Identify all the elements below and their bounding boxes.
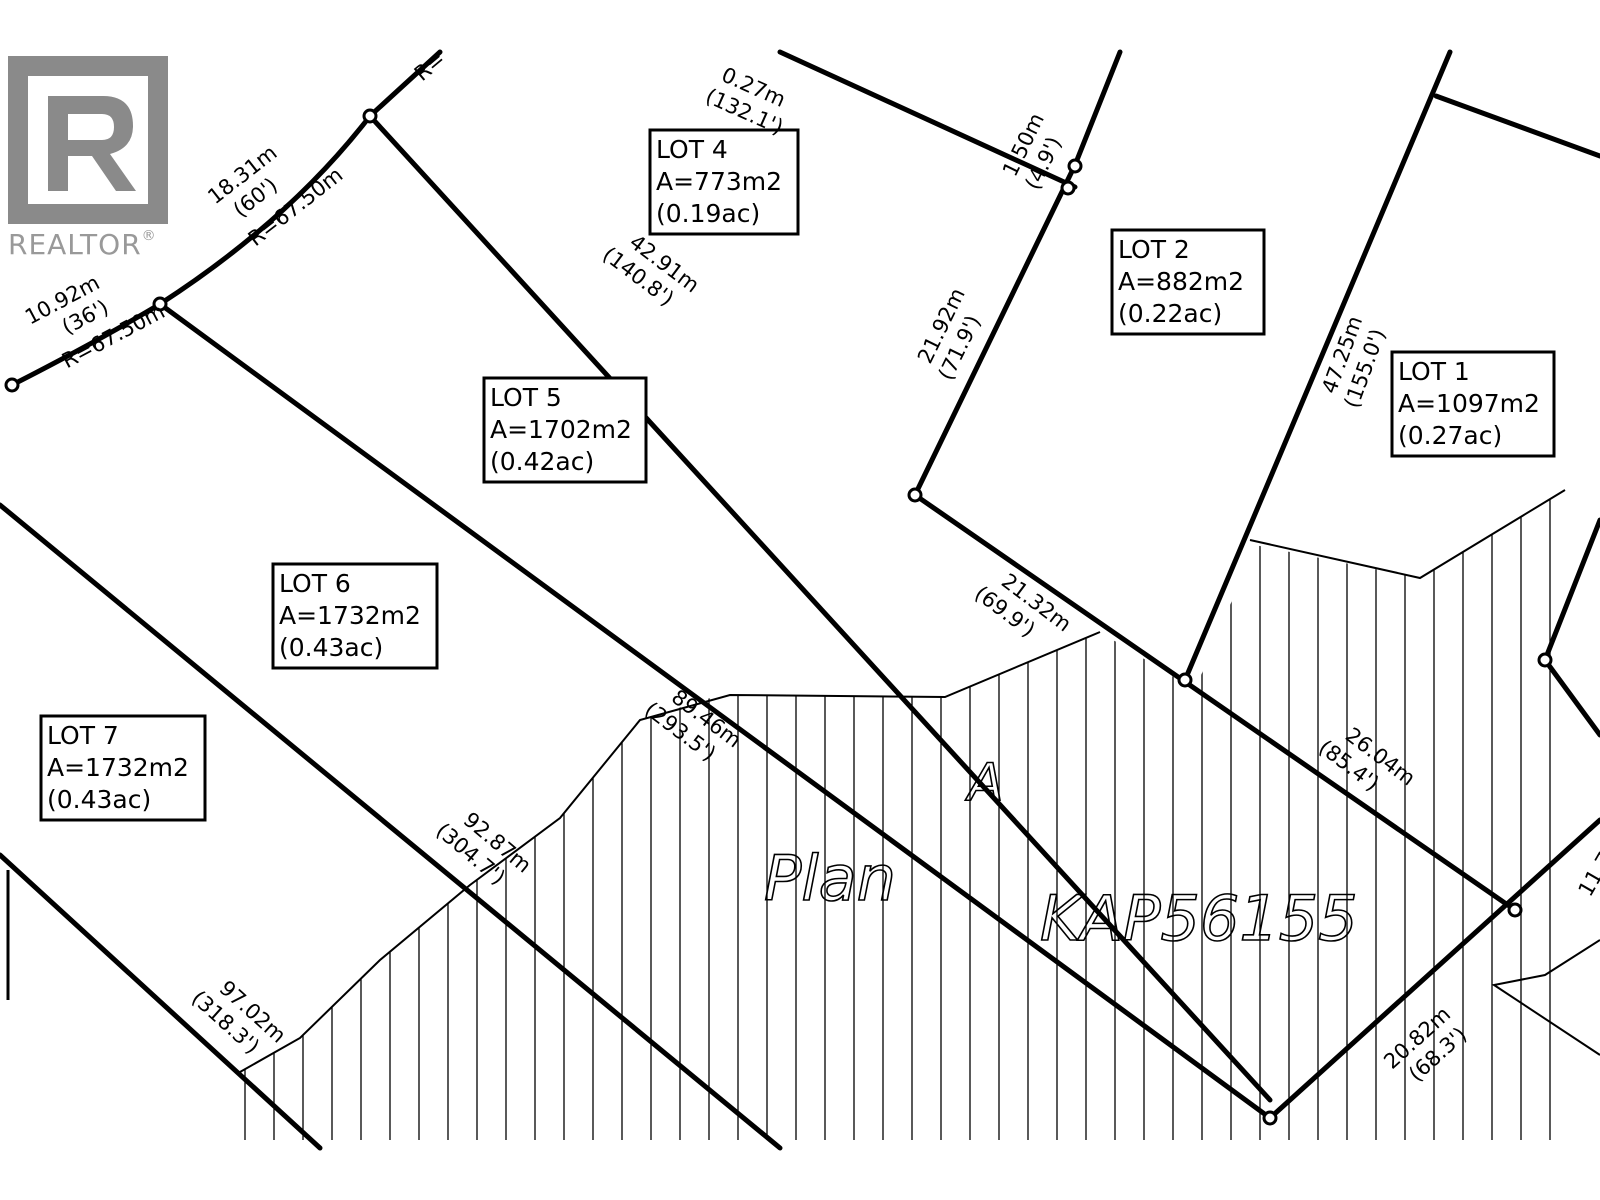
- dim-lot6-lot7: 92.87m (304.7'): [431, 807, 536, 889]
- dim-lot5-lot2-seg: 21.32m (69.9'): [970, 569, 1076, 642]
- dim-lot1-lot2: 47.25m (155.0'): [1317, 313, 1390, 411]
- lot-area-ac: (0.22ac): [1118, 299, 1222, 328]
- lot-label-lot4: LOT 4 A=773m2 (0.19ac): [648, 128, 800, 236]
- line-lot1-lot2: [1182, 49, 1453, 683]
- realtor-logo: REALTOR®: [8, 56, 188, 261]
- line-right-small: [1491, 939, 1600, 1056]
- survey-pin: [1177, 672, 1193, 688]
- survey-pin: [1262, 1110, 1278, 1126]
- dim-arc-upper: 18.31m (60') R=67.50m: [203, 140, 347, 251]
- survey-pin: [4, 377, 20, 393]
- line-right-edge-2: [1542, 657, 1600, 738]
- lot-area-m2: A=1732m2: [47, 753, 189, 782]
- lot-area-ac: (0.42ac): [490, 447, 594, 476]
- dim-right-edge: 11.7: [1574, 848, 1600, 901]
- dim-arc-lower: 10.92m (36') R=67.50m: [21, 270, 169, 373]
- svg-text:R=: R=: [410, 47, 450, 86]
- realtor-wordmark: REALTOR®: [8, 228, 157, 261]
- lot-area-m2: A=882m2: [1118, 267, 1244, 296]
- line-lot2-south: [912, 492, 1518, 913]
- survey-pin: [1060, 180, 1076, 196]
- lot-name: LOT 2: [1118, 235, 1190, 264]
- lot-name: LOT 1: [1398, 357, 1470, 386]
- realtor-r-icon: [8, 56, 168, 224]
- plan-letter: A: [965, 753, 1004, 813]
- line-lot4-lot5: [367, 113, 1273, 1103]
- line-lot3-edge: [1072, 49, 1123, 168]
- line-lot1-north: [1433, 93, 1600, 159]
- survey-pin: [1067, 158, 1083, 174]
- survey-pin: [907, 487, 923, 503]
- hatch-boundary-left: [239, 631, 1101, 1073]
- dim-lot2-lot4: 21.92m (71.9'): [913, 284, 986, 384]
- lot-label-lot6: LOT 6 A=1732m2 (0.43ac): [271, 562, 439, 670]
- road-arc-boundary: [9, 49, 443, 388]
- dim-arc-top-r: R=: [410, 47, 450, 86]
- line-top: [777, 49, 1078, 190]
- lot-name: LOT 4: [656, 135, 728, 164]
- lot-label-lot7: LOT 7 A=1732m2 (0.43ac): [39, 714, 207, 822]
- svg-text:11.7: 11.7: [1574, 848, 1600, 901]
- lot-area-m2: A=773m2: [656, 167, 782, 196]
- line-rear: [1267, 817, 1600, 1121]
- line-lot6-lot7: [0, 502, 783, 1151]
- line-right-edge: [1542, 517, 1600, 663]
- lot-area-m2: A=1097m2: [1398, 389, 1540, 418]
- survey-pin: [1507, 902, 1523, 918]
- plan-number: KAP56155: [1040, 882, 1358, 955]
- lot-area-ac: (0.43ac): [279, 633, 383, 662]
- survey-pin: [362, 108, 378, 124]
- lot-name: LOT 7: [47, 721, 119, 750]
- line-lot2-lot4: [912, 162, 1078, 498]
- top-margin: [0, 0, 1600, 52]
- lot-area-ac: (0.27ac): [1398, 421, 1502, 450]
- lot-label-lot5: LOT 5 A=1702m2 (0.42ac): [482, 376, 648, 484]
- dim-lot1-seg: 26.04m (85.4'): [1314, 723, 1420, 796]
- lot-area-m2: A=1702m2: [490, 415, 632, 444]
- hatch-boundary-right: [1249, 489, 1566, 580]
- dim-lot5-lot6: 89.46m (293.5'): [640, 685, 746, 766]
- line-lot7-south: [0, 852, 323, 1151]
- survey-pin: [152, 296, 168, 312]
- lot-name: LOT 5: [490, 383, 562, 412]
- survey-pin: [1537, 652, 1553, 668]
- lot-label-lot1: LOT 1 A=1097m2 (0.27ac): [1390, 350, 1556, 458]
- lot-name: LOT 6: [279, 569, 351, 598]
- lot-label-lot2: LOT 2 A=882m2 (0.22ac): [1110, 228, 1266, 336]
- dim-rear: 20.82m (68.3'): [1379, 1002, 1471, 1086]
- dim-top-line: 0.27m (132.1'): [702, 63, 789, 140]
- lot-area-ac: (0.43ac): [47, 785, 151, 814]
- dim-lot4-lot5: 42.91m (140.8'): [598, 230, 704, 311]
- line-lot5-lot6: [157, 301, 1273, 1121]
- lot-area-m2: A=1732m2: [279, 601, 421, 630]
- lot-area-ac: (0.19ac): [656, 199, 760, 228]
- plan-label: Plan: [764, 842, 896, 915]
